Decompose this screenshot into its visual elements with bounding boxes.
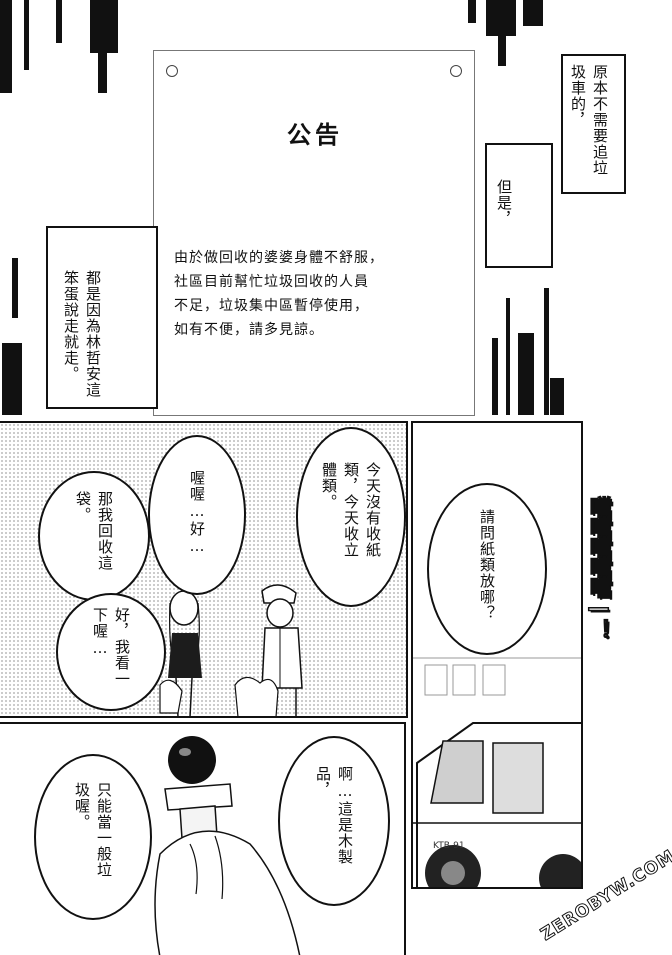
notice-line: 不足，垃圾集中區暫停使用， [174,298,369,314]
bubble-text: 喔喔…好… [188,470,206,556]
drip-texture [98,53,107,93]
panel-sorting: 今天沒有收紙類，今天收立體類。 喔喔…好… 那我回收這袋。 好，我看一下喔… [0,421,408,718]
narration-box-right: 但是， [485,143,553,268]
characters-figures [159,584,303,716]
drip-texture [544,288,549,415]
drip-texture [0,0,12,93]
pin-left [166,65,178,77]
drip-texture [486,0,516,36]
speech-bubble-collector-4: 只能當一般垃圾喔。 [34,754,152,920]
bubble-text: 啊…這是木製品， [314,766,354,865]
bubble-text: 請問紙類放哪？ [478,509,496,621]
bubble-text: 只能當一般垃圾喔。 [73,782,113,878]
narration-box-top-right: 原本不需要追垃圾車的， [561,54,626,194]
narration-text: 但是， [495,179,513,227]
truck-plate-text: KTB-91 [433,841,465,851]
notice-paper: 公告 由於做回收的婆婆身體不舒服， 社區目前幫忙垃圾回收的人員 不足，垃圾集中區… [153,50,475,416]
pin-right [450,65,462,77]
sound-effect-bell: 噹噹噹噹噹—！ [585,495,612,640]
drip-texture [506,298,510,415]
panel-kendama: 啊…這是木製品， 只能當一般垃圾喔。 [0,722,406,955]
drip-texture [56,0,62,43]
drip-texture [498,36,506,66]
narration-box-left: 都是因為林哲安這笨蛋說走就走。 [46,226,158,409]
speech-bubble-collector-2: 好，我看一下喔… [56,593,166,711]
narration-text: 原本不需要追垃圾車的， [569,64,609,176]
drip-texture [90,0,118,53]
drip-texture [523,0,543,26]
drip-texture [468,0,476,23]
notice-body: 由於做回收的婆婆身體不舒服， 社區目前幫忙垃圾回收的人員 不足，垃圾集中區暫停使… [174,246,444,342]
panel-truck: KTB-91 請問紙類放哪？ [411,421,583,889]
speech-bubble-girl-truck: 請問紙類放哪？ [427,483,547,655]
drip-texture [12,258,18,318]
drip-texture [492,338,498,415]
drip-texture [550,378,564,415]
notice-line: 由於做回收的婆婆身體不舒服， [174,250,384,266]
speech-bubble-collector-1: 今天沒有收紙類，今天收立體類。 [296,427,406,607]
drip-texture [24,0,29,70]
drip-texture [2,343,22,415]
bubble-text: 好，我看一下喔… [91,607,131,687]
notice-line: 社區目前幫忙垃圾回收的人員 [174,274,369,290]
notice-title: 公告 [287,121,343,149]
drip-texture [518,333,534,415]
bubble-text: 那我回收這袋。 [74,491,114,571]
narration-text: 都是因為林哲安這笨蛋說走就走。 [62,270,102,398]
speech-bubble-girl-2: 那我回收這袋。 [38,471,150,601]
speech-bubble-girl-1: 喔喔…好… [148,435,246,595]
notice-line: 如有不便，請多見諒。 [174,322,324,338]
garbage-truck [413,657,581,887]
speech-bubble-collector-3: 啊…這是木製品， [278,736,390,906]
bubble-text: 今天沒有收紙類，今天收立體類。 [320,462,382,558]
kendama-hand [154,736,301,955]
panel-notice: 公告 由於做回收的婆婆身體不舒服， 社區目前幫忙垃圾回收的人員 不足，垃圾集中區… [0,0,672,416]
